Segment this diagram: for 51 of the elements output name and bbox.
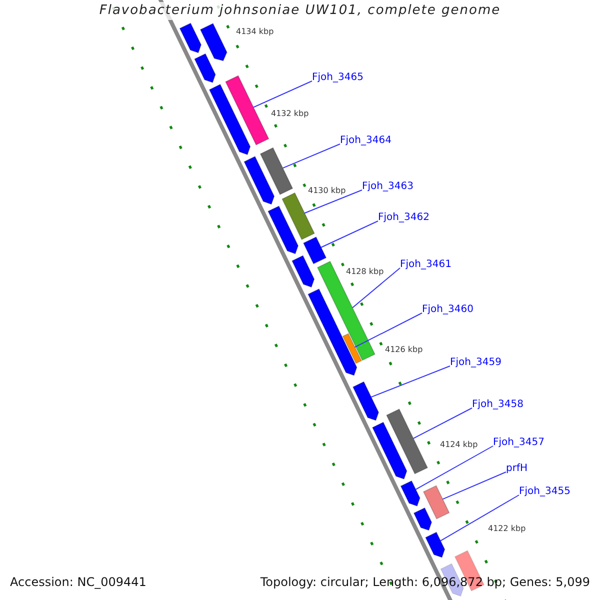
gene-bar: [422, 485, 450, 520]
leader-line: [320, 220, 378, 248]
gene-arrow-shape: [372, 422, 408, 480]
position-label: 4128 kbp: [346, 267, 384, 277]
gene-label: Fjoh_3462: [378, 212, 430, 224]
gene-bar: [302, 236, 327, 264]
gene-label: Fjoh_3455: [519, 486, 570, 498]
gene-label: Fjoh_3457: [493, 437, 544, 449]
gene-bar: [225, 75, 270, 146]
leader-line: [282, 144, 340, 169]
gene-bar: [342, 333, 362, 364]
leader-line: [304, 190, 362, 214]
leader-line: [252, 80, 312, 108]
gene-bar: [260, 147, 294, 196]
gene-arrow-shape: [179, 22, 202, 54]
position-label: 4134 kbp: [236, 27, 274, 37]
gene-arrow-shape: [425, 532, 446, 558]
leader-line: [352, 268, 400, 308]
gene-arrow-shape: [208, 84, 251, 156]
gene-label: Fjoh_3463: [362, 181, 414, 193]
accession-text: Accession: NC_009441: [10, 575, 146, 589]
leader-line: [440, 494, 520, 542]
gene-label: Fjoh_3464: [340, 135, 392, 147]
gene-arrow-shape: [194, 53, 216, 83]
gene-label: Fjoh_3461: [400, 259, 452, 271]
position-label: 4124 kbp: [440, 440, 478, 450]
gene-label: Fjoh_3459: [450, 357, 502, 369]
gene-label: prfH: [506, 463, 528, 475]
leader-line: [415, 446, 494, 490]
gene-arrow-shape: [200, 22, 228, 62]
gene-label: Fjoh_3458: [472, 399, 524, 411]
gene-arrow-shape: [308, 288, 358, 376]
gene-label: Fjoh_3460: [422, 304, 474, 316]
genome-stats-text: Topology: circular; Length: 6,096,872 bp; Genes: 5,099: [260, 575, 590, 589]
position-label: 4132 kbp: [271, 109, 309, 119]
gene-arrow-shape: [292, 255, 315, 288]
gene-arrow-shape: [352, 381, 380, 421]
leader-line: [370, 366, 450, 398]
leader-line: [412, 408, 472, 439]
position-label: 4122 kbp: [488, 524, 526, 534]
gene-bar: [282, 192, 315, 240]
position-label: 4126 kbp: [385, 345, 423, 355]
leader-line: [354, 312, 422, 348]
gene-bar: [386, 408, 428, 474]
gene-arrow-shape: [413, 507, 432, 531]
gene-label: Fjoh_3465: [312, 72, 364, 84]
leader-line: [442, 472, 506, 500]
gene-arrow-shape: [400, 480, 420, 506]
gene-arrow-shape: [244, 156, 275, 205]
gene-arrow-shape: [268, 206, 299, 254]
position-label: 4130 kbp: [308, 186, 346, 196]
